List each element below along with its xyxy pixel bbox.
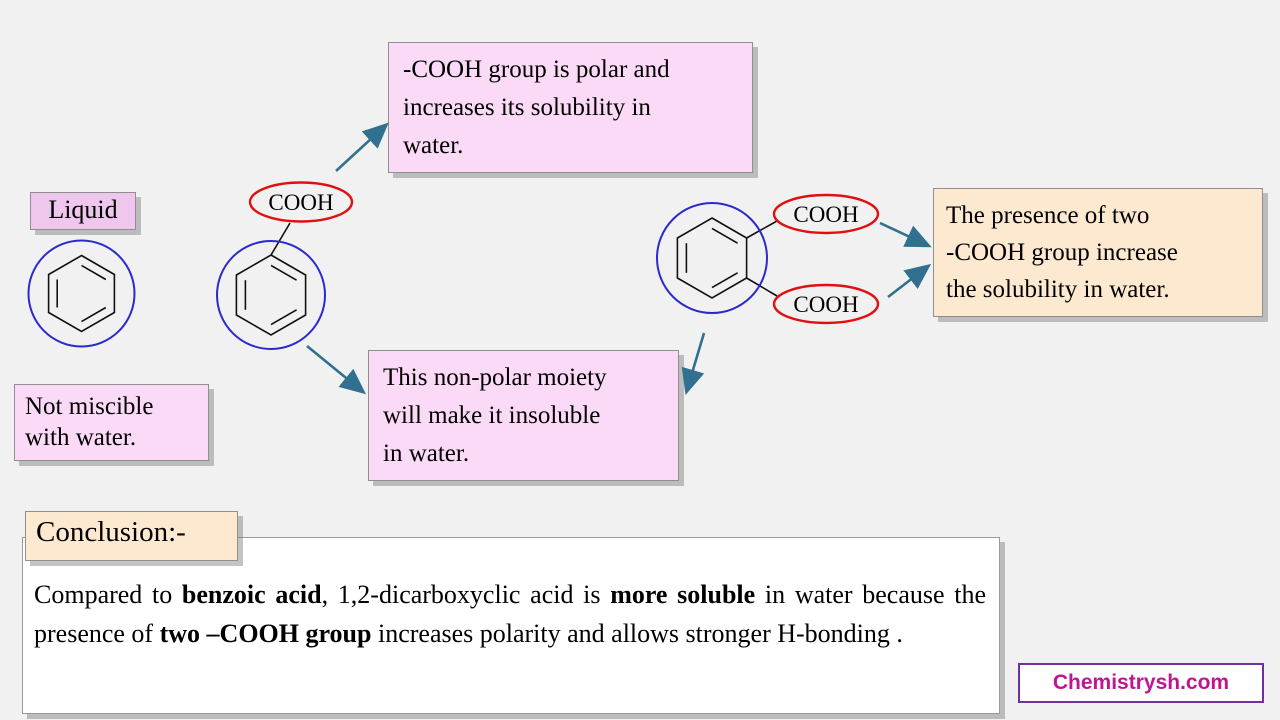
benzene-highlight-circle — [656, 202, 768, 314]
cooh-highlight-ellipse — [248, 181, 354, 223]
nonpolar-note: This non-polar moiety will make it insol… — [368, 350, 679, 481]
benzene-structure — [27, 239, 136, 348]
benzene-highlight-circle — [216, 240, 326, 350]
polar-note: -COOH group is polar and increases its s… — [388, 42, 753, 173]
cooh-highlight-ellipse-top — [772, 193, 880, 235]
dicarboxylic-acid-structure: COOH COOH — [656, 193, 880, 325]
two-cooh-note: The presence of two -COOH group increase… — [933, 188, 1263, 317]
cooh-label-bottom: COOH — [793, 292, 858, 317]
cooh-label-top: COOH — [793, 202, 858, 227]
double-bond — [81, 306, 107, 323]
double-bond — [711, 227, 739, 244]
cooh-bond — [746, 277, 778, 297]
conclusion-label: Conclusion:- — [25, 511, 238, 561]
arrow-ring-down — [681, 332, 706, 395]
brand-watermark: Chemistrysh.com — [1018, 663, 1264, 703]
cooh-bond — [270, 222, 291, 256]
benzene-ring — [676, 217, 748, 299]
cooh-bond — [746, 220, 778, 239]
double-bond — [81, 264, 107, 281]
cooh-highlight-ellipse-bottom — [772, 283, 880, 325]
benzene-highlight-circle — [27, 239, 136, 348]
benzene-ring — [47, 254, 116, 333]
conclusion-text: Compared to benzoic acid, 1,2-dicarboxyc… — [34, 580, 986, 648]
double-bond — [270, 309, 298, 326]
conclusion-box — [22, 537, 1000, 714]
benzoic-acid-structure: COOH — [216, 181, 354, 350]
double-bond — [270, 264, 298, 281]
benzene-ring — [235, 254, 307, 336]
not-miscible-note: Not miscible with water. — [14, 384, 209, 461]
arrow-to-polar-note — [335, 122, 389, 172]
double-bond — [711, 272, 739, 289]
liquid-label: Liquid — [30, 192, 136, 230]
cooh-label: COOH — [268, 190, 333, 215]
